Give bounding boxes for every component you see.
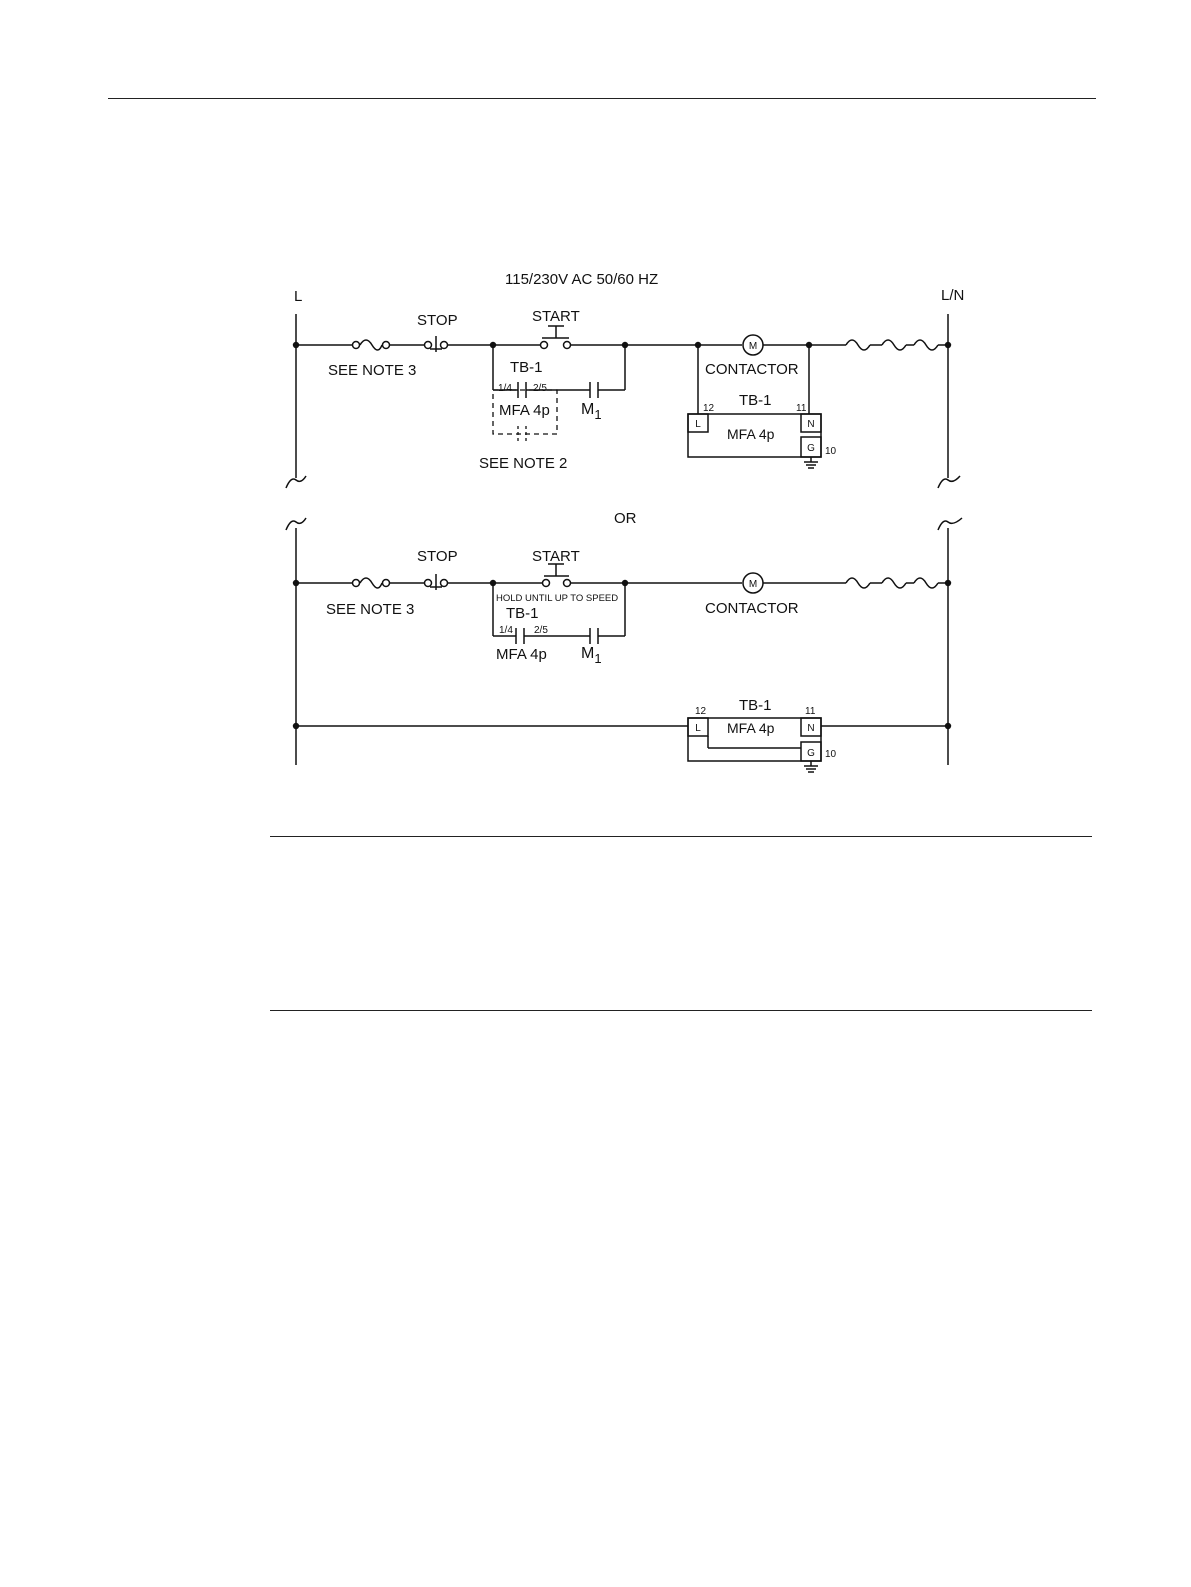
start-button-symbol-bottom — [543, 564, 571, 587]
tb1-label-bottom: TB-1 — [506, 605, 539, 622]
rail-left-label: L — [294, 288, 302, 305]
overload-symbol-bottom — [353, 578, 390, 588]
start-label-bottom: START — [532, 548, 580, 565]
terminal-g-bottom: G — [807, 748, 815, 759]
tb1-label-top: TB-1 — [510, 359, 543, 376]
mfa-label-top: MFA 4p — [499, 402, 550, 419]
stop-label-bottom: STOP — [417, 548, 458, 565]
stop-button-symbol-top — [425, 336, 448, 352]
box-tb1-label-bottom: TB-1 — [739, 697, 772, 714]
overload-elements-top — [846, 340, 948, 350]
terminal-10-top: 10 — [825, 446, 837, 457]
terminal-25-top: 2/5 — [533, 383, 547, 394]
box-mfa-label-top: MFA 4p — [727, 426, 775, 442]
terminal-g-top: G — [807, 443, 815, 454]
top-rung — [293, 326, 951, 468]
start-button-symbol-top — [541, 326, 571, 349]
terminal-12-bottom: 12 — [695, 706, 707, 717]
mfa-supply-rung — [293, 718, 951, 772]
mfa-label-bottom: MFA 4p — [496, 646, 547, 663]
terminal-n-top: N — [807, 419, 814, 430]
see-note-3-bottom: SEE NOTE 3 — [326, 601, 414, 618]
see-note-3-top: SEE NOTE 3 — [328, 362, 416, 379]
box-tb1-label-top: TB-1 — [739, 392, 772, 409]
or-label: OR — [614, 510, 637, 527]
terminal-11-bottom: 11 — [805, 706, 816, 717]
m1-label-top: M1 — [581, 401, 602, 422]
hold-until-up-to-speed: HOLD UNTIL UP TO SPEED — [496, 593, 618, 604]
stop-button-symbol-bottom — [425, 574, 448, 590]
contactor-label-top: CONTACTOR — [705, 361, 799, 378]
terminal-11-top: 11 — [796, 403, 807, 414]
terminal-10-bottom: 10 — [825, 749, 837, 760]
terminal-25-bottom: 2/5 — [534, 625, 548, 636]
overload-symbol-top — [353, 340, 390, 350]
terminal-l-top: L — [695, 419, 701, 430]
start-label-top: START — [532, 308, 580, 325]
rail-right-label: L/N — [941, 287, 964, 304]
contactor-label-bottom: CONTACTOR — [705, 600, 799, 617]
m1-label-bottom: M1 — [581, 645, 602, 666]
terminal-14-bottom: 1/4 — [499, 625, 513, 636]
supply-title: 115/230V AC 50/60 HZ — [505, 271, 658, 288]
see-note-2: SEE NOTE 2 — [479, 455, 567, 472]
left-rail-top — [286, 314, 306, 488]
stop-label-top: STOP — [417, 312, 458, 329]
terminal-14-top: 1/4 — [498, 383, 512, 394]
box-mfa-label-bottom: MFA 4p — [727, 720, 775, 736]
terminal-n-bottom: N — [807, 723, 814, 734]
right-rail-top — [938, 314, 960, 488]
terminal-l-bottom: L — [695, 723, 701, 734]
motor-symbol-top: M — [749, 341, 757, 352]
motor-symbol-bottom: M — [749, 579, 757, 590]
overload-elements-bottom — [846, 578, 948, 588]
terminal-12-top: 12 — [703, 403, 715, 414]
